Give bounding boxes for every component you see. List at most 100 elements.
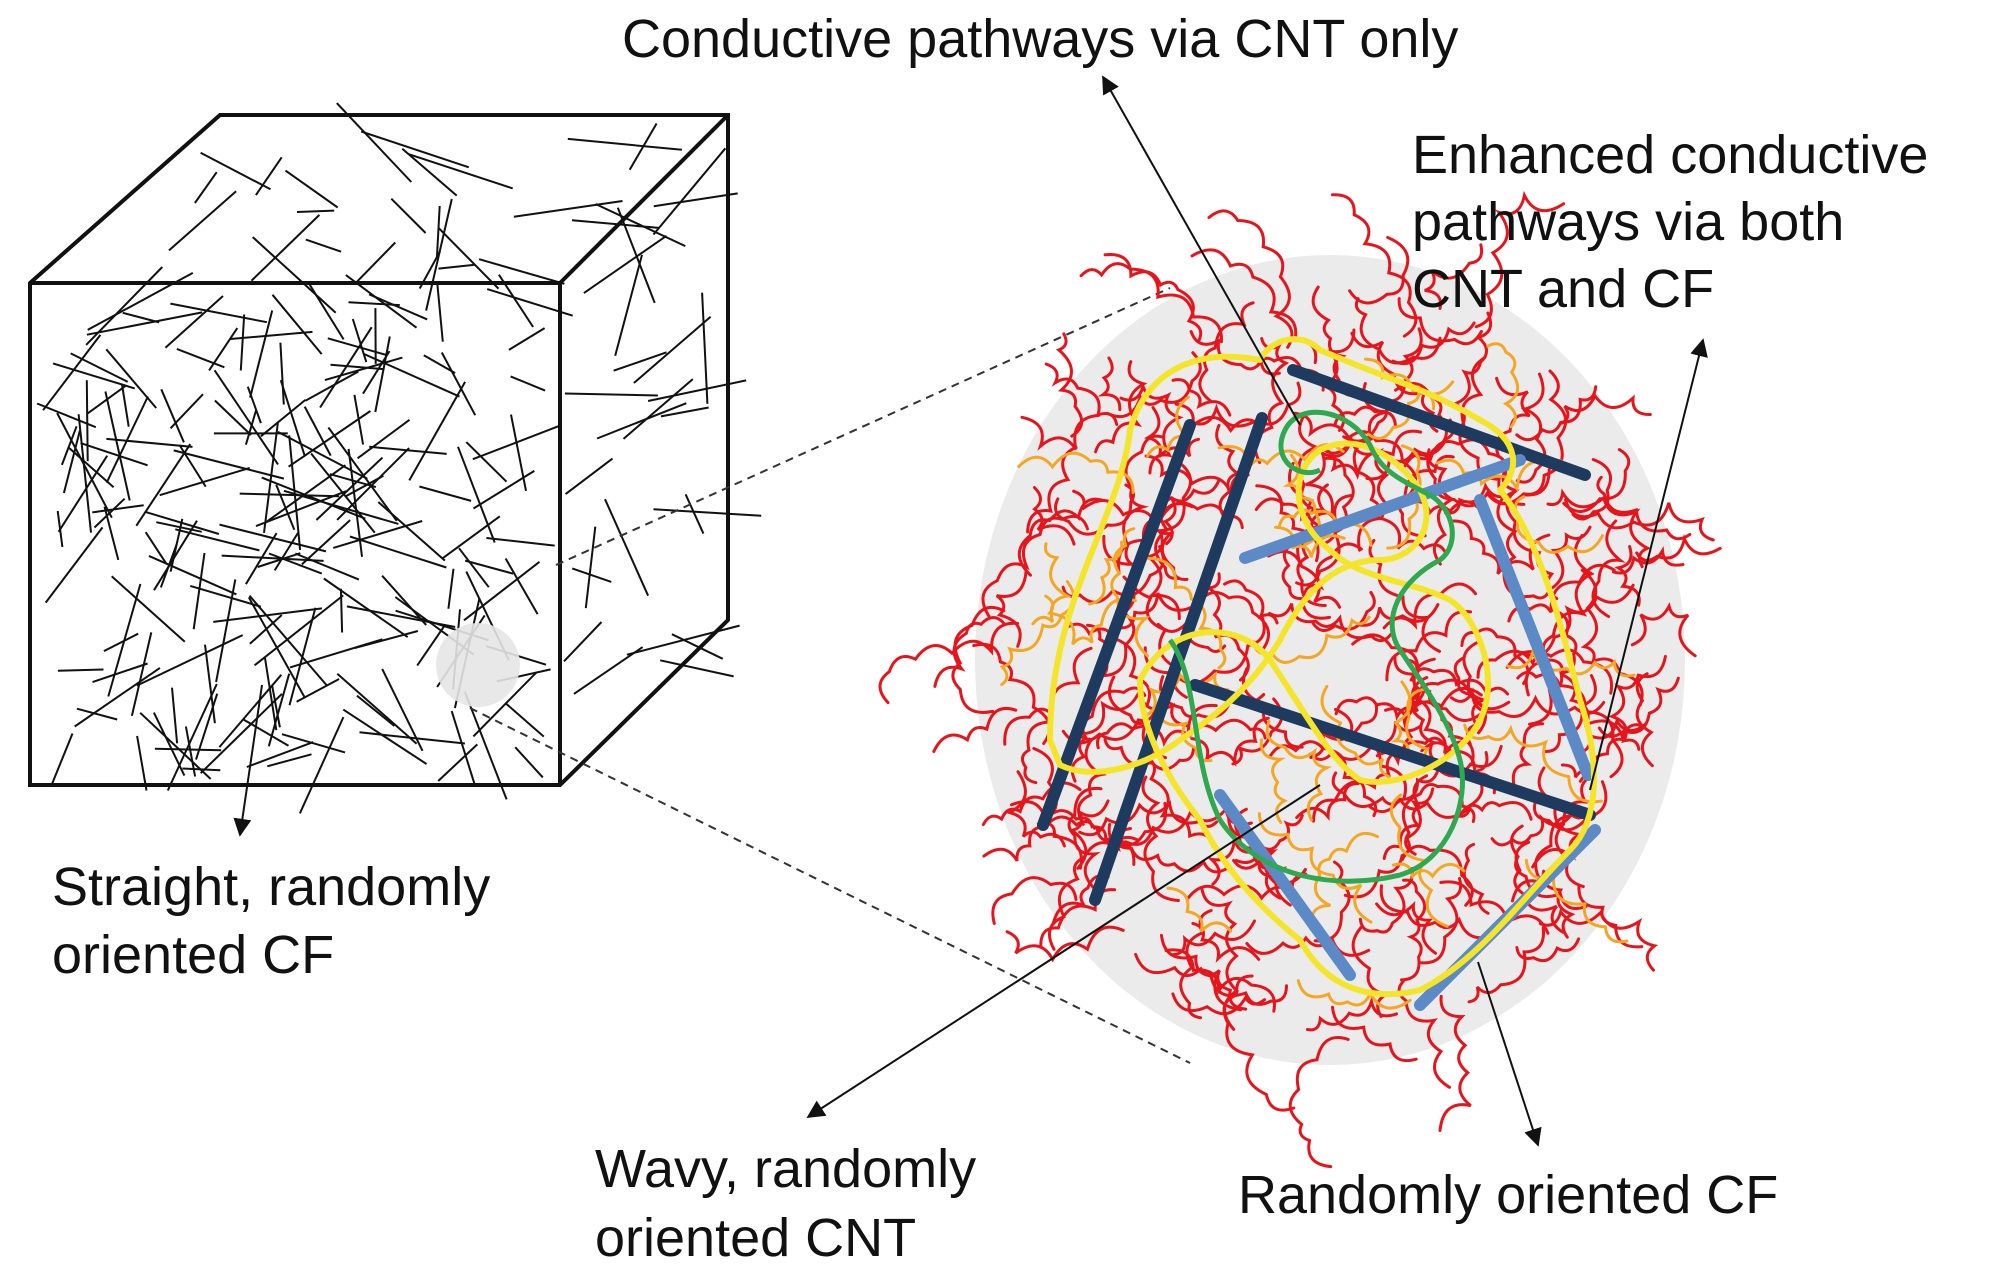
cnt-squiggle [951,605,1006,714]
cf-fiber [264,657,278,731]
cnt-squiggle [1463,723,1603,804]
label-enhanced-line3: CNT and CF [1412,259,1714,319]
cnt-squiggle [1331,771,1471,819]
cnt-squiggle [1562,448,1631,513]
cf-fiber [357,418,411,460]
cnt-squiggle [1521,583,1635,658]
cf-fiber [260,399,307,438]
cnt-squiggle [1564,498,1715,542]
cf-fiber [215,579,237,683]
cnt-squiggle [1331,1005,1418,1063]
cf-fiber [345,274,418,329]
cf-fiber [257,552,301,568]
cf-fiber [423,354,456,374]
cnt-squiggle [1189,330,1281,376]
cf-fiber [458,547,490,588]
cnt-squiggle [1375,901,1438,955]
cf-fiber [52,362,135,390]
cf-fiber [408,381,466,481]
cf-fiber [213,369,279,465]
cnt-squiggle [1141,775,1180,902]
cf-fiber [200,151,271,191]
cnt-squiggle [1312,749,1404,823]
cnt-squiggle [1403,438,1508,477]
cnt-squiggle [1257,812,1373,924]
cf-fiber [381,575,427,626]
cnt-squiggle [1506,649,1636,678]
cf-fiber [160,388,185,443]
cf-fiber [42,334,102,411]
cf-fiber [239,492,340,498]
cnt-squiggle [1100,575,1136,678]
cf-fiber [486,537,555,547]
cf-fiber [304,370,359,402]
cnt-squiggle [1119,381,1184,475]
cf-fiber [92,662,148,684]
cf-fiber [616,207,656,304]
cnt-squiggle [1356,603,1440,627]
cnt-squiggle [1331,193,1418,338]
cf-fiber [303,406,332,457]
cnt-squiggle [1391,862,1466,880]
cnt-squiggle [1596,475,1692,541]
cf-fiber [190,584,262,608]
cnt-squiggle [1409,667,1510,697]
cf-fiber [136,634,244,687]
cf-fiber [268,552,323,575]
cf-fiber [330,363,385,371]
cnt-squiggle [1268,740,1378,818]
cf-fiber [342,708,428,765]
cnt-squiggle [1320,684,1391,779]
cnt-squiggle [1265,720,1332,822]
cnt-squiggle [1391,321,1476,366]
cf-fiber [510,414,527,491]
cf-fiber [267,753,312,768]
cnt-squiggle [1140,752,1215,848]
cf-fiber [277,431,368,480]
cf-fiber [315,456,384,521]
cnt-squiggle [1355,470,1448,556]
cf-fiber [176,347,225,369]
arrow-cnt-pathways [1102,75,1301,426]
cf-fiber [438,263,476,270]
arrow-wavy-cnt [806,784,1321,1118]
cf-fiber [374,336,391,413]
composite-cube [28,102,762,814]
cnt-squiggle [1467,926,1546,1004]
zoom-line-bottom [469,707,1191,1064]
cf-fiber [255,156,283,196]
cf-fiber [243,718,290,747]
cnt-squiggle [1031,542,1073,626]
cf-fiber [633,316,712,384]
cf-fiber [74,667,161,728]
cf-fiber [486,288,573,317]
label-random-cf: Randomly oriented CF [1238,1165,1778,1225]
cf-fiber [214,399,252,436]
cnt-network-orange [999,342,1636,1010]
cnt-squiggle [1044,594,1137,646]
arrow-random-cf [1477,961,1542,1147]
cf-fiber [246,741,314,768]
cf-fiber [436,281,444,342]
cf-fiber [85,266,164,346]
cf-fiber [148,554,237,596]
cf-fiber [298,716,345,814]
cf-fiber [354,241,397,285]
cnt-squiggle [1134,952,1248,1011]
cnt-squiggle [1546,488,1652,569]
cnt-squiggle [1020,720,1050,785]
cf-fiber [435,205,441,258]
cube-fiber-set [36,102,762,814]
cnt-squiggle [878,621,1019,705]
cnt-squiggle [1160,933,1243,1012]
cf-fiber [472,425,559,461]
cnt-squiggle [1538,908,1659,972]
cf-fiber [595,203,686,248]
cf-fiber [87,272,194,331]
cnt-squiggle [1311,591,1376,632]
cf-fiber [614,254,643,357]
cf-fiber [56,510,64,548]
cnt-squiggle [1253,337,1290,464]
cnt-squiggle [1020,413,1101,451]
cf-fiber [57,668,104,672]
